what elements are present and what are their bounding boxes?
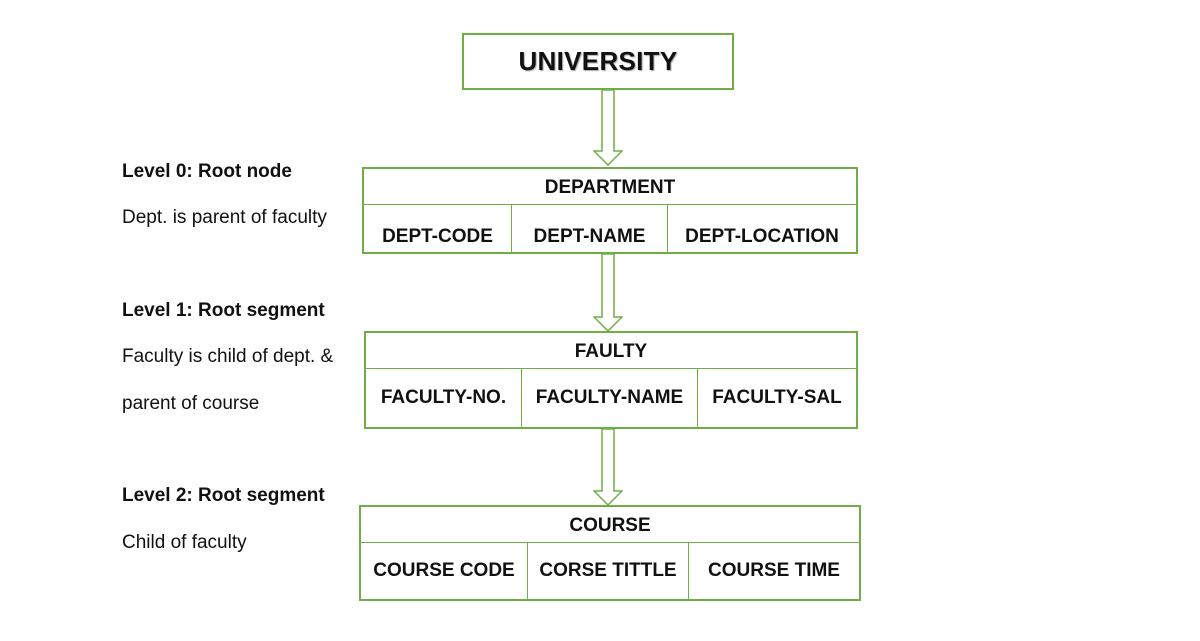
field-course-time: COURSE TIME xyxy=(688,543,859,599)
faculty-segment: FAULTY FACULTY-NO. FACULTY-NAME FACULTY-… xyxy=(364,331,858,429)
field-dept-name: DEPT-NAME xyxy=(511,205,667,252)
field-course-title: CORSE TITTLE xyxy=(527,543,688,599)
level-0-description: Dept. is parent of faculty xyxy=(122,207,327,228)
segment-title: COURSE xyxy=(361,507,859,543)
segment-fields: COURSE CODE CORSE TITTLE COURSE TIME xyxy=(361,543,859,599)
level-0-heading: Level 0: Root node xyxy=(122,161,292,182)
field-dept-code: DEPT-CODE xyxy=(382,226,493,247)
field-faculty-sal: FACULTY-SAL xyxy=(697,369,856,427)
field-course-code: COURSE CODE xyxy=(373,560,515,581)
field-faculty-no: FACULTY-NO. xyxy=(380,387,507,408)
department-segment: DEPARTMENT DEPT-CODE DEPT-NAME DEPT-LOCA… xyxy=(362,167,858,254)
down-arrow-icon xyxy=(593,429,623,506)
level-1-description-line-2: parent of course xyxy=(122,393,260,414)
level-1-heading: Level 1: Root segment xyxy=(122,300,325,321)
level-2-heading: Level 2: Root segment xyxy=(122,485,325,506)
course-segment: COURSE COURSE CODE CORSE TITTLE COURSE T… xyxy=(359,505,861,601)
down-arrow-icon xyxy=(593,254,623,332)
level-1-description-line-1: Faculty is child of dept. & xyxy=(122,346,334,367)
segment-title: DEPARTMENT xyxy=(364,169,856,205)
field-dept-location: DEPT-LOCATION xyxy=(667,205,856,252)
field-faculty-name: FACULTY-NAME xyxy=(521,369,697,427)
segment-fields: DEPT-CODE DEPT-NAME DEPT-LOCATION xyxy=(364,205,856,252)
down-arrow-icon xyxy=(593,90,623,166)
university-root-node: UNIVERSITY xyxy=(462,33,734,90)
level-2-description: Child of faculty xyxy=(122,532,247,553)
segment-title: FAULTY xyxy=(366,333,856,369)
university-label: UNIVERSITY xyxy=(518,46,678,76)
segment-fields: FACULTY-NO. FACULTY-NAME FACULTY-SAL xyxy=(366,369,856,427)
